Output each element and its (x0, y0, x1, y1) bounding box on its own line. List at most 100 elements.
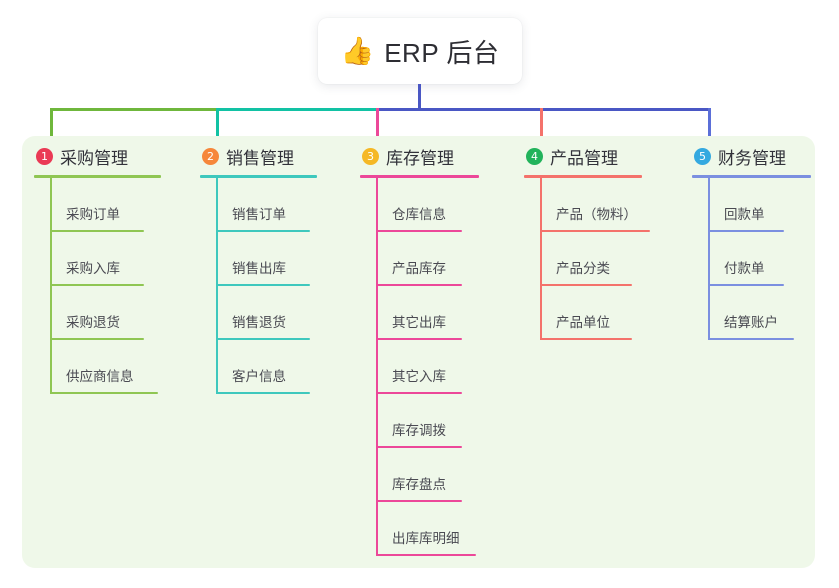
list-item[interactable]: 销售出库 (216, 232, 368, 286)
list-item-label: 客户信息 (232, 369, 286, 384)
bus-segment-mid (216, 108, 378, 111)
list-item-label: 产品分类 (556, 261, 610, 276)
column-items-1: 采购订单采购入库采购退货供应商信息 (50, 178, 202, 394)
column-title-3: 库存管理 (386, 148, 454, 168)
list-item-underline (50, 284, 144, 286)
list-item-label: 销售出库 (232, 261, 286, 276)
root-node-card[interactable]: 👍 ERP 后台 (318, 18, 522, 84)
root-stem (418, 84, 421, 111)
column-badge-2: 2 (202, 147, 219, 165)
list-item[interactable]: 库存调拨 (376, 394, 534, 448)
column-spine-2 (216, 178, 218, 394)
list-item-underline (376, 446, 462, 448)
column-underline-5 (692, 175, 811, 178)
list-item[interactable]: 客户信息 (216, 340, 368, 394)
list-item-underline (708, 284, 784, 286)
list-item-underline (540, 284, 632, 286)
list-item[interactable]: 其它入库 (376, 340, 534, 394)
bus-segment-right (376, 108, 711, 111)
column-title-5: 财务管理 (718, 148, 786, 168)
list-item-label: 产品库存 (392, 261, 446, 276)
column-spine-5 (708, 178, 710, 340)
list-item[interactable]: 采购入库 (50, 232, 202, 286)
column-drop-1 (50, 108, 53, 155)
thumbs-up-icon: 👍 (340, 35, 375, 66)
list-item-underline (376, 284, 462, 286)
column-badge-3: 3 (362, 147, 379, 165)
column-underline-3 (360, 175, 479, 178)
list-item[interactable]: 出库库明细 (376, 502, 534, 556)
list-item[interactable]: 产品分类 (540, 232, 700, 286)
list-item-label: 产品单位 (556, 315, 610, 330)
list-item-label: 其它出库 (392, 315, 446, 330)
root-node-title: ERP 后台 (384, 37, 500, 68)
list-item[interactable]: 其它出库 (376, 286, 534, 340)
list-item-underline (216, 338, 310, 340)
list-item-underline (376, 230, 462, 232)
list-item[interactable]: 库存盘点 (376, 448, 534, 502)
list-item[interactable]: 销售退货 (216, 286, 368, 340)
list-item-underline (708, 338, 794, 340)
column-header-3[interactable]: 3 库存管理 (360, 136, 518, 176)
list-item-label: 库存调拨 (392, 423, 446, 438)
list-item-label: 出库库明细 (392, 531, 460, 546)
list-item-label: 采购订单 (66, 207, 120, 222)
list-item-underline (216, 392, 310, 394)
column-underline-4 (524, 175, 642, 178)
bus-segment-left (50, 108, 218, 111)
list-item[interactable]: 付款单 (708, 232, 839, 286)
list-item[interactable]: 采购订单 (50, 178, 202, 232)
list-item-label: 采购入库 (66, 261, 120, 276)
list-item-underline (376, 500, 462, 502)
column-title-2: 销售管理 (226, 148, 294, 168)
list-item-label: 结算账户 (724, 315, 778, 330)
column-header-2[interactable]: 2 销售管理 (200, 136, 352, 176)
list-item[interactable]: 产品库存 (376, 232, 534, 286)
list-item[interactable]: 仓库信息 (376, 178, 534, 232)
column-3: 3 库存管理仓库信息产品库存其它出库其它入库库存调拨库存盘点出库库明细 (360, 136, 518, 556)
list-item-underline (216, 284, 310, 286)
list-item-underline (376, 554, 476, 556)
column-badge-4: 4 (526, 147, 543, 165)
column-drop-4 (540, 108, 543, 155)
list-item[interactable]: 回款单 (708, 178, 839, 232)
list-item-underline (540, 230, 650, 232)
column-items-4: 产品（物料） 产品分类产品单位 (540, 178, 700, 340)
list-item-underline (540, 338, 632, 340)
list-item-label: 其它入库 (392, 369, 446, 384)
column-spine-1 (50, 178, 52, 394)
list-item-label: 采购退货 (66, 315, 120, 330)
list-item[interactable]: 产品（物料） (540, 178, 700, 232)
column-drop-5 (708, 108, 711, 155)
list-item-label: 销售退货 (232, 315, 286, 330)
column-badge-1: 1 (36, 147, 53, 165)
list-item-label: 仓库信息 (392, 207, 446, 222)
column-items-3: 仓库信息产品库存其它出库其它入库库存调拨库存盘点出库库明细 (376, 178, 534, 556)
list-item-label: 库存盘点 (392, 477, 446, 492)
column-header-4[interactable]: 4 产品管理 (524, 136, 684, 176)
list-item[interactable]: 产品单位 (540, 286, 700, 340)
column-drop-2 (216, 108, 219, 155)
column-title-1: 采购管理 (60, 148, 128, 168)
list-item[interactable]: 销售订单 (216, 178, 368, 232)
list-item-underline (50, 230, 144, 232)
column-drop-3 (376, 108, 379, 155)
column-spine-4 (540, 178, 542, 340)
list-item[interactable]: 供应商信息 (50, 340, 202, 394)
list-item[interactable]: 结算账户 (708, 286, 839, 340)
column-underline-2 (200, 175, 317, 178)
list-item-label: 产品（物料） (556, 207, 637, 222)
list-item-label: 供应商信息 (66, 369, 134, 384)
column-title-4: 产品管理 (550, 148, 618, 168)
list-item-underline (50, 392, 158, 394)
list-item-underline (50, 338, 144, 340)
list-item[interactable]: 采购退货 (50, 286, 202, 340)
column-header-1[interactable]: 1 采购管理 (34, 136, 186, 176)
list-item-underline (376, 338, 462, 340)
column-items-2: 销售订单销售出库销售退货客户信息 (216, 178, 368, 394)
list-item-underline (376, 392, 462, 394)
